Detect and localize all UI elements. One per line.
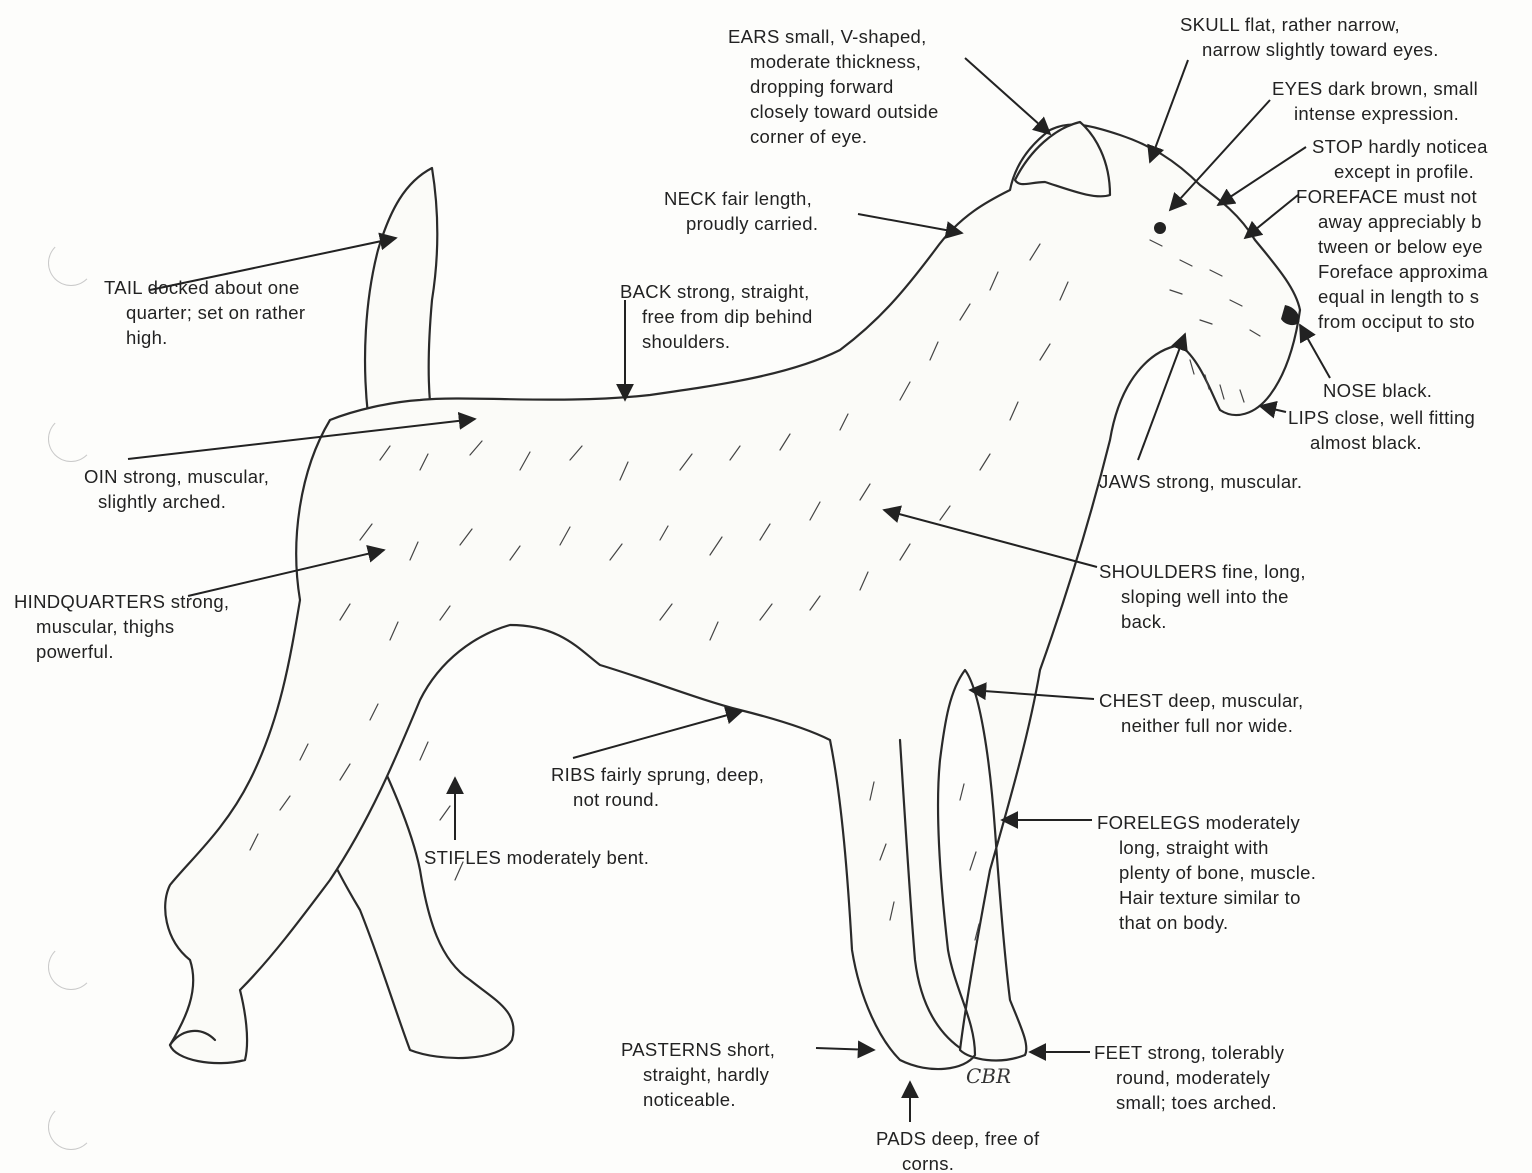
label-nose: NOSE black. — [1323, 378, 1432, 403]
label-foreface: FOREFACE must not away appreciably b twe… — [1296, 184, 1488, 334]
neck-arrow — [858, 214, 962, 233]
label-pads: PADS deep, free of corns. — [876, 1126, 1039, 1173]
label-stop: STOP hardly noticea except in profile. — [1312, 134, 1488, 184]
label-loin: OIN strong, muscular, slightly arched. — [84, 464, 269, 514]
label-feet: FEET strong, tolerably round, moderately… — [1094, 1040, 1284, 1115]
label-tail: TAIL docked about one quarter; set on ra… — [104, 275, 305, 350]
label-forelegs: FORELEGS moderately long, straight with … — [1097, 810, 1316, 935]
pasterns-arrow — [816, 1048, 874, 1050]
label-stifles: STIFLES moderately bent. — [424, 845, 649, 870]
label-back: BACK strong, straight, free from dip beh… — [620, 279, 813, 354]
dog-tail — [365, 168, 437, 415]
stop-arrow — [1218, 147, 1306, 205]
label-neck: NECK fair length, proudly carried. — [664, 186, 818, 236]
label-skull: SKULL flat, rather narrow, narrow slight… — [1180, 12, 1439, 62]
label-lips: LIPS close, well fitting almost black. — [1288, 405, 1475, 455]
eyes-arrow — [1170, 100, 1270, 210]
label-hindquarters: HINDQUARTERS strong, muscular, thighs po… — [14, 589, 229, 664]
artist-signature: CBR — [966, 1064, 1011, 1088]
ribs-arrow — [573, 711, 742, 758]
label-pasterns: PASTERNS short, straight, hardly noticea… — [621, 1037, 775, 1112]
ears-arrow — [965, 58, 1050, 134]
label-jaws: JAWS strong, muscular. — [1099, 469, 1302, 494]
label-ribs: RIBS fairly sprung, deep, not round. — [551, 762, 764, 812]
label-ears: EARS small, V-shaped, moderate thickness… — [728, 24, 939, 149]
label-eyes: EYES dark brown, small intense expressio… — [1272, 76, 1478, 126]
lips-arrow — [1260, 406, 1286, 412]
foreface-arrow — [1245, 195, 1298, 238]
dog-eye — [1154, 222, 1166, 234]
skull-arrow — [1150, 60, 1188, 162]
label-chest: CHEST deep, muscular, neither full nor w… — [1099, 688, 1303, 738]
label-shoulders: SHOULDERS fine, long, sloping well into … — [1099, 559, 1306, 634]
